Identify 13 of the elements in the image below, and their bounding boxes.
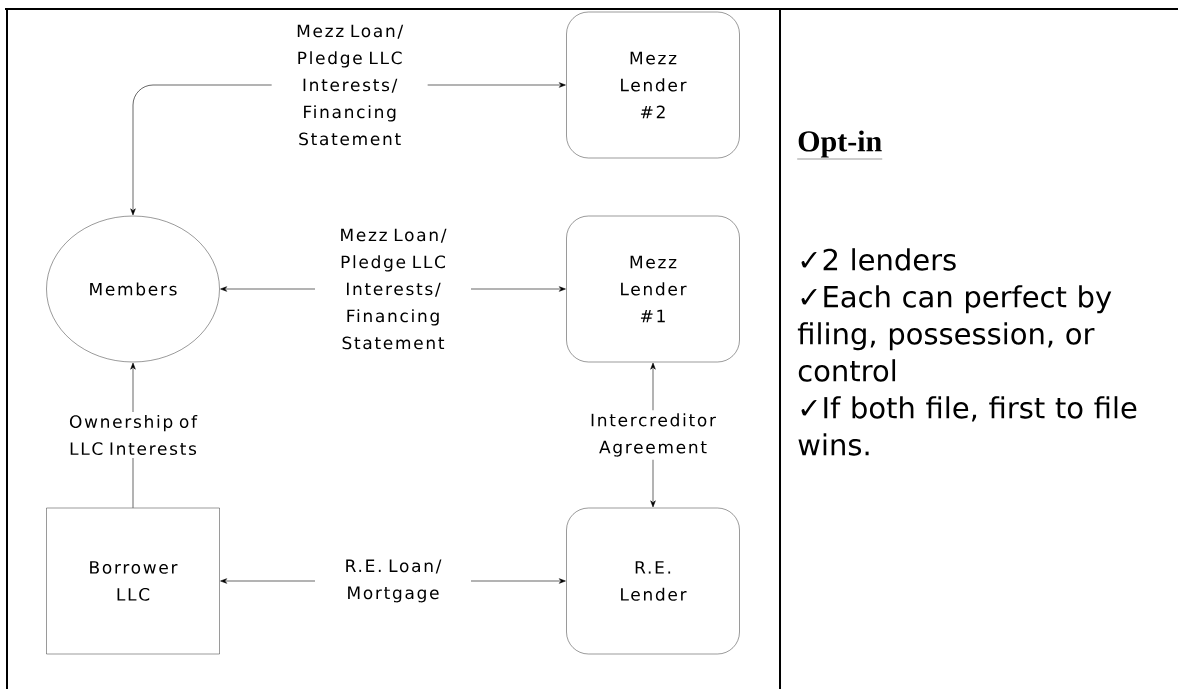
lender-box: Mezz Lender #2: [566, 11, 740, 159]
lender-box: R.E. Lender: [566, 507, 740, 655]
bullet-text: ✓If both file, first to file wins.: [798, 396, 1137, 456]
bullet-text: ✓Each can perfect by filing, possession, or control: [797, 285, 1112, 382]
edge-label: Ownership of LLC Interests: [69, 414, 198, 456]
edge-label: Intercreditor Agreement: [591, 413, 716, 457]
edge-label: Mezz Loan/ Pledge LLC Interests/ Financing Statement: [341, 228, 447, 350]
lender-box: Mezz Lender #1: [566, 215, 740, 363]
edge-label: R.E. Loan/ Mortgage: [346, 559, 442, 603]
heading: Opt-in: [797, 130, 883, 160]
edge-label: Mezz Loan/ Pledge LLC Interests/ Financing Statement: [297, 24, 404, 146]
bullet-text: ✓2 lenders: [801, 248, 956, 271]
borrower-box: Borrower LLC: [46, 507, 220, 655]
